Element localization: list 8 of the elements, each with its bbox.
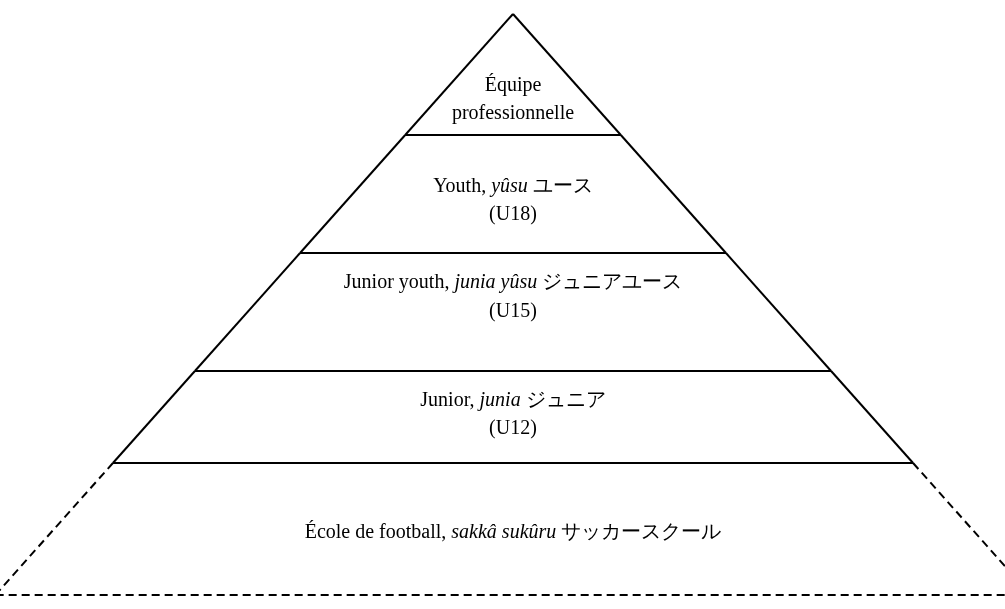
tier-label: Youth, yûsu ユース: [433, 173, 593, 199]
tier-label: École de football, sakkâ sukûru サッカースクール: [304, 519, 722, 544]
age-label: (U15): [489, 298, 537, 324]
tier-label: Junior, junia ジュニア: [420, 387, 606, 413]
tier-label: Équipe professionnelle: [450, 72, 576, 126]
age-label: (U18): [489, 201, 537, 227]
age-label: (U12): [489, 415, 537, 441]
tier-label: Junior youth, junia yûsu ジュニアユース: [343, 269, 683, 295]
